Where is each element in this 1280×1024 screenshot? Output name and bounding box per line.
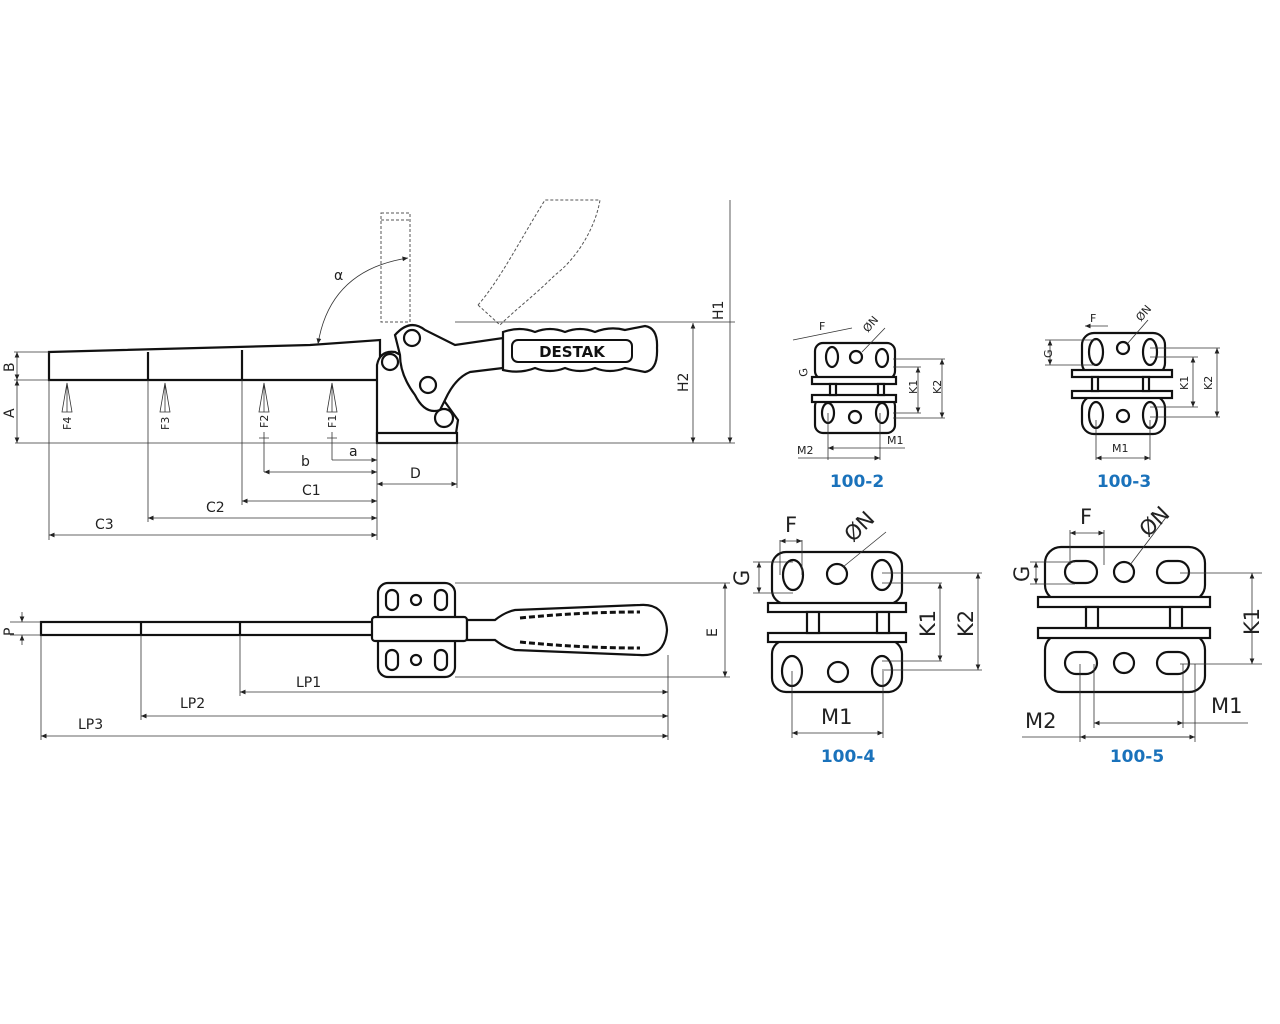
variant-title: 100-3 xyxy=(1097,472,1151,492)
dim-C3: C3 xyxy=(95,517,114,533)
label-M1: M1 xyxy=(821,705,852,729)
dim-LP1: LP1 xyxy=(296,675,321,691)
label-K1: K1 xyxy=(1178,376,1191,390)
label-K2: K2 xyxy=(954,610,978,637)
variant-title: 100-2 xyxy=(830,472,884,492)
label-K1: K1 xyxy=(907,380,920,394)
force-F2: F2 xyxy=(258,415,271,428)
dim-P: P xyxy=(2,628,18,636)
label-N: ØN xyxy=(840,507,880,547)
dim-H1: H1 xyxy=(711,301,727,320)
dim-a: a xyxy=(349,444,358,460)
label-F: F xyxy=(1080,505,1092,529)
top-arm xyxy=(39,620,383,637)
label-K2: K2 xyxy=(931,380,944,394)
force-F4: F4 xyxy=(61,417,74,430)
open-handle-outline xyxy=(477,199,601,326)
brand-logo xyxy=(511,339,633,363)
dim-LP3: LP3 xyxy=(78,717,103,733)
label-K1: K1 xyxy=(1240,608,1264,635)
label-M2: M2 xyxy=(797,444,814,457)
label-M2: M2 xyxy=(1025,709,1056,733)
label-G: G xyxy=(1010,566,1034,582)
variant-100-2: F ØN G K1 K2 M2 M1 100-2 xyxy=(792,314,945,492)
dim-alpha: α xyxy=(334,268,343,284)
force-arrows: F4 F3 F2 F1 xyxy=(61,382,339,472)
variant-100-3: F ØN G K1 K2 M1 100-3 xyxy=(1042,303,1220,492)
label-N: ØN xyxy=(1133,303,1154,324)
label-N: ØN xyxy=(860,314,881,335)
dim-b: b xyxy=(301,454,310,470)
open-position-outline xyxy=(380,212,411,323)
dim-C2: C2 xyxy=(206,500,225,516)
brand-text: DESTAK xyxy=(539,343,606,361)
label-M1: M1 xyxy=(887,434,904,447)
label-N: ØN xyxy=(1135,502,1175,542)
dim-A: A xyxy=(2,408,18,418)
variant-100-4: F ØN G K1 K2 M1 100-4 xyxy=(730,507,982,767)
dim-E: E xyxy=(705,628,721,637)
dim-H2: H2 xyxy=(676,373,692,392)
label-K1: K1 xyxy=(916,610,940,637)
handle-grip xyxy=(501,324,659,374)
dim-D: D xyxy=(410,466,421,482)
label-F: F xyxy=(1090,312,1096,325)
label-G: G xyxy=(797,367,811,378)
label-G: G xyxy=(1042,349,1055,358)
dim-B: B xyxy=(2,362,18,372)
variant-title: 100-4 xyxy=(821,747,876,767)
variant-title: 100-5 xyxy=(1110,747,1164,767)
top-handle xyxy=(465,603,669,657)
clamp-arm xyxy=(47,338,382,382)
label-M1: M1 xyxy=(1112,442,1129,455)
label-F: F xyxy=(785,513,797,537)
side-view: DESTAK H1 H2 α B A F4 F3 F2 F1 xyxy=(2,199,735,540)
force-F3: F3 xyxy=(159,417,172,430)
label-G: G xyxy=(730,570,754,586)
label-M1: M1 xyxy=(1211,694,1242,718)
force-F1: F1 xyxy=(326,415,339,428)
base-plate xyxy=(375,431,459,445)
dim-C1: C1 xyxy=(302,483,321,499)
variant-100-5: F ØN G K1 M2 M1 100-5 xyxy=(1010,502,1264,767)
dim-LP2: LP2 xyxy=(180,696,205,712)
label-K2: K2 xyxy=(1202,376,1215,390)
top-view: P E LP1 LP2 LP3 xyxy=(2,581,730,740)
label-F: F xyxy=(819,320,825,333)
